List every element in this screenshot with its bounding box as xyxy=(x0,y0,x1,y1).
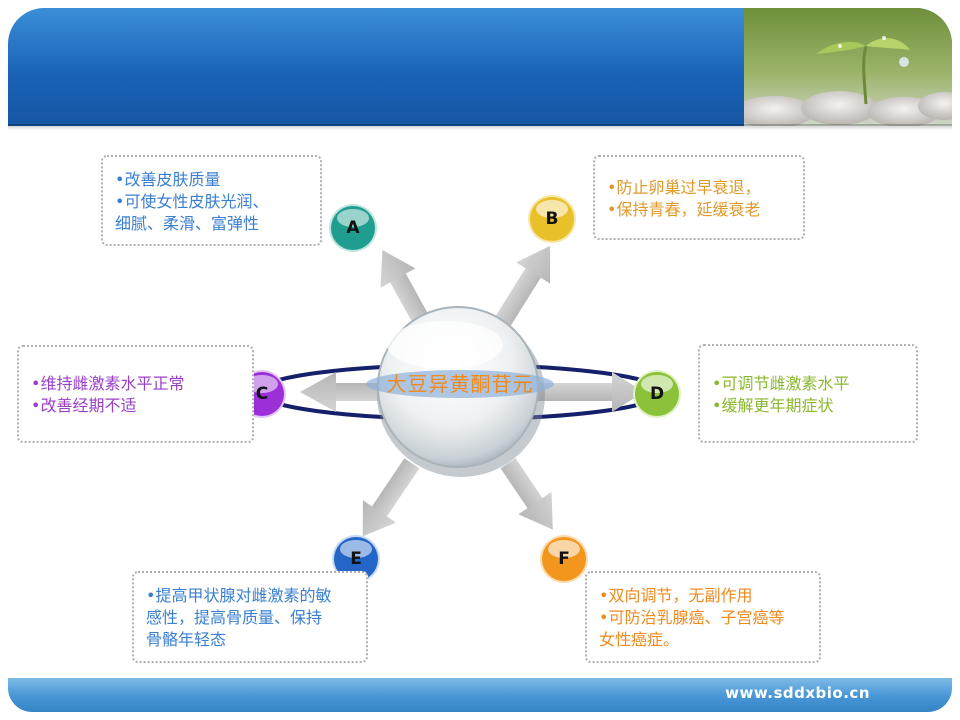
node-d-line: •缓解更年期症状 xyxy=(712,396,834,415)
node-f xyxy=(540,535,588,583)
node-d-box: •可调节雌激素水平 •缓解更年期症状 xyxy=(698,344,918,443)
header-shadow xyxy=(8,124,952,130)
node-c-box: •维持雌激素水平正常 •改善经期不适 xyxy=(17,345,254,443)
node-a-label: A xyxy=(346,218,360,238)
arrow-to-d xyxy=(530,372,644,412)
node-f-box: •双向调节，无副作用 •可防治乳腺癌、子宫癌等 女性癌症。 xyxy=(585,571,821,663)
center-label: 大豆异黄酮苷元 xyxy=(386,372,534,396)
node-f-line: 女性癌症。 xyxy=(599,630,680,649)
node-f-label: F xyxy=(558,549,570,569)
node-e-line: •提高甲状腺对雌激素的敏 xyxy=(146,586,332,605)
node-e-box: •提高甲状腺对雌激素的敏 感性，提高骨质量、保持 骨骼年轻态 xyxy=(132,571,368,663)
node-c-line: •改善经期不适 xyxy=(31,396,137,415)
node-c-line: •维持雌激素水平正常 xyxy=(31,374,185,393)
node-b-box: •防止卵巢过早衰退， •保持青春，延缓衰老 xyxy=(593,155,805,240)
node-b-line: •保持青春，延缓衰老 xyxy=(607,200,761,219)
node-b-line: •防止卵巢过早衰退， xyxy=(607,178,761,197)
node-e-line: 感性，提高骨质量、保持 xyxy=(146,608,323,627)
node-c-label: C xyxy=(255,384,269,404)
node-a-line: •改善皮肤质量 xyxy=(115,170,221,189)
node-a-line: 细腻、柔滑、富弹性 xyxy=(115,214,260,233)
node-d xyxy=(633,370,681,418)
node-d-label: D xyxy=(649,384,665,404)
center-blue-disc xyxy=(366,370,554,398)
node-f-line: •可防治乳腺癌、子宫癌等 xyxy=(599,608,785,627)
arrow-to-f xyxy=(500,458,553,530)
node-b xyxy=(528,195,576,243)
header-banner xyxy=(8,8,952,126)
node-b-label: B xyxy=(545,209,559,229)
node-a-box: •改善皮肤质量 •可使女性皮肤光润、 细腻、柔滑、富弹性 xyxy=(101,155,322,246)
sprout-photo xyxy=(744,8,952,126)
node-e-label: E xyxy=(350,549,362,569)
node-e-line: 骨骼年轻态 xyxy=(146,630,227,649)
node-f-line: •双向调节，无副作用 xyxy=(599,586,753,605)
footer-bar: www.sddxbio.cn xyxy=(8,678,952,712)
node-d-line: •可调节雌激素水平 xyxy=(712,374,850,393)
node-a-line: •可使女性皮肤光润、 xyxy=(115,192,269,211)
sphere-highlight xyxy=(387,321,503,369)
node-a xyxy=(329,204,377,252)
arrow-to-e xyxy=(362,458,420,537)
footer-url[interactable]: www.sddxbio.cn xyxy=(725,684,870,702)
